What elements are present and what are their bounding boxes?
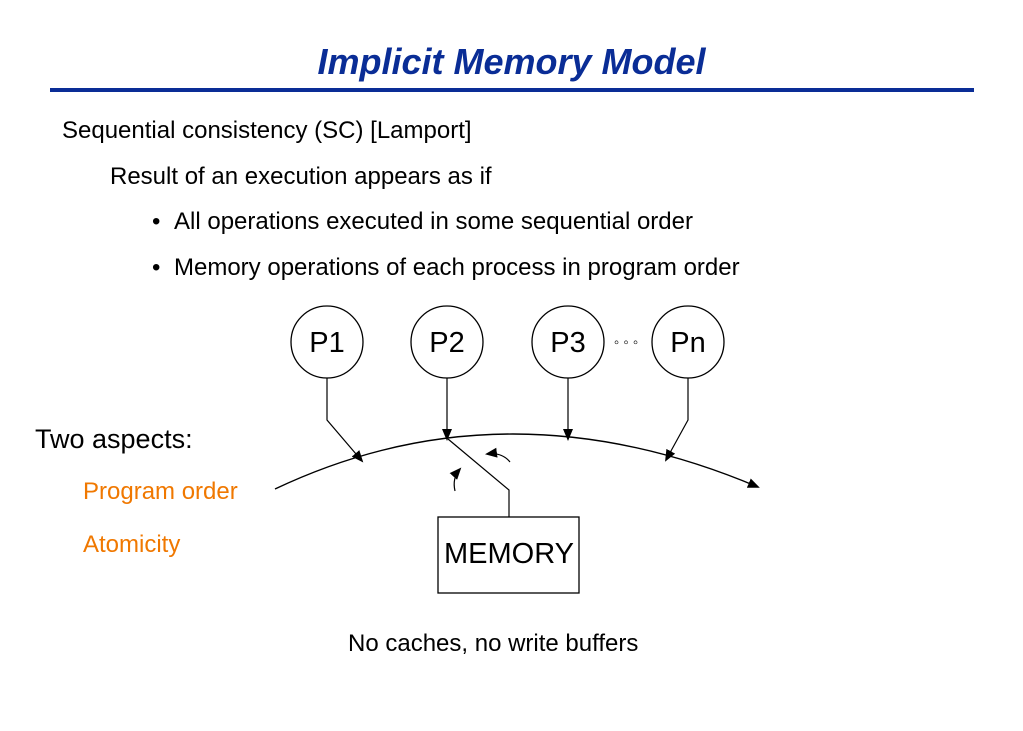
diagram-caption: No caches, no write buffers — [348, 630, 639, 657]
processor-label: P3 — [550, 327, 585, 359]
definition-line: Sequential consistency (SC) [Lamport] — [62, 117, 472, 144]
slide-title: Implicit Memory Model — [317, 41, 706, 82]
bullet-dot: • — [152, 254, 161, 281]
aspect-atomicity: Atomicity — [83, 531, 181, 558]
processor-p1: P1 — [290, 305, 364, 379]
processor-pn: Pn — [651, 305, 725, 379]
bullet-text: Memory operations of each process in pro… — [174, 254, 740, 281]
definition-subline: Result of an execution appears as if — [110, 163, 492, 190]
rotation-arrow-right — [485, 447, 511, 463]
bullet-text: All operations executed in some sequenti… — [174, 208, 693, 235]
bullet-item: • Memory operations of each process in pr… — [152, 253, 740, 283]
pn-connector-arrow — [665, 378, 689, 462]
processor-p3: P3 — [531, 305, 605, 379]
processor-label: Pn — [670, 327, 705, 359]
memory-access-arc — [274, 433, 760, 490]
aspect-program-order: Program order — [83, 478, 238, 505]
aspects-heading: Two aspects: — [35, 424, 193, 454]
processor-label: P1 — [309, 327, 344, 359]
bullet-dot: • — [152, 208, 161, 235]
p1-connector-arrow — [326, 378, 364, 463]
title-underline — [50, 88, 974, 92]
processor-p2: P2 — [410, 305, 484, 379]
bullet-item: • All operations executed in some sequent… — [152, 207, 693, 237]
memory-label: MEMORY — [444, 538, 574, 570]
memory-switch-line — [447, 438, 510, 517]
processor-ellipsis: ◦ ◦ ◦ — [614, 334, 638, 351]
rotation-arrow-left — [449, 467, 462, 492]
memory-box — [437, 516, 580, 594]
processor-label: P2 — [429, 327, 464, 359]
